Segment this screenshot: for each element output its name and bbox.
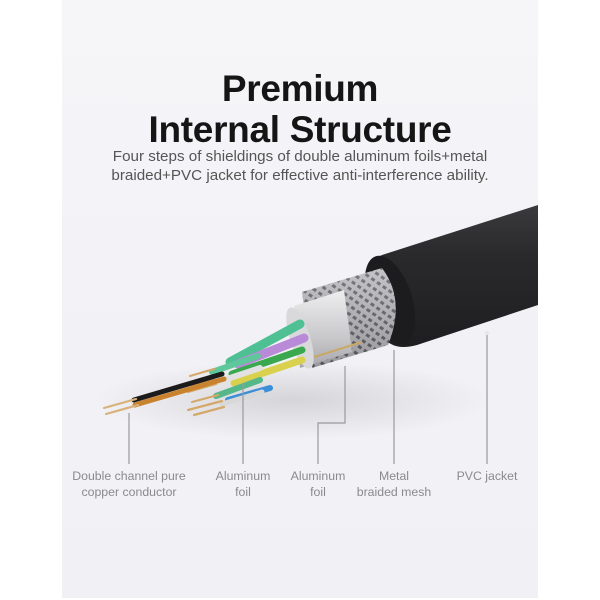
cable-cross-section-illustration <box>92 205 538 464</box>
cable-shadow <box>92 360 492 440</box>
title-line-1: Premium <box>221 68 379 109</box>
double-channel-copper-conductor <box>102 371 227 416</box>
callout-label-copper-conductor: Double channel pure copper conductor <box>72 469 186 499</box>
callout-label-pvc-jacket: PVC jacket <box>456 469 518 483</box>
callout-label-metal-braided-mesh: Metal braided mesh <box>356 469 432 499</box>
product-infographic-card: Premium Internal Structure Four steps of… <box>62 0 538 598</box>
subtitle-line-1: Four steps of shieldings of double alumi… <box>112 148 488 165</box>
callout-label-aluminum-foil-2: Aluminum foil <box>290 469 346 499</box>
leader-line-foil-2 <box>317 366 346 464</box>
title-line-2: Internal Structure <box>148 109 452 150</box>
subtitle-line-2: braided+PVC jacket for effective anti-in… <box>111 167 489 184</box>
subtitle: Four steps of shieldings of double alumi… <box>62 147 538 185</box>
callout-leader-lines <box>128 331 489 464</box>
callout-label-aluminum-foil-1: Aluminum foil <box>215 469 271 499</box>
